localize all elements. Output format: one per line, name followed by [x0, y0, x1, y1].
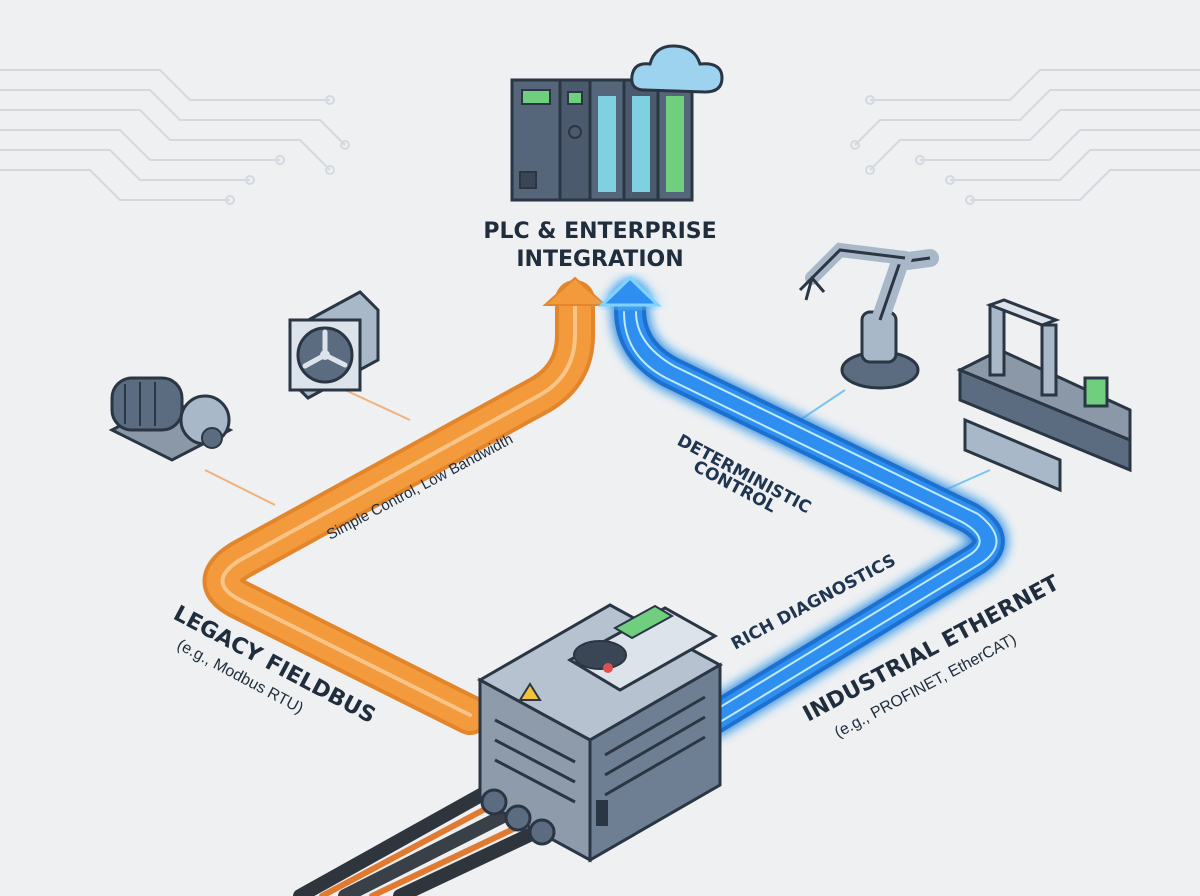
robot-arm-icon [798, 242, 939, 390]
circuit-trace-left [0, 69, 350, 205]
hub-title-line1: PLC & ENTERPRISE [483, 219, 716, 244]
conveyor-icon [956, 298, 1132, 493]
plc-rack [510, 78, 694, 202]
fan-connector-line [344, 389, 411, 421]
legacy-fieldbus-path [202, 280, 595, 735]
fan-icon [288, 290, 380, 400]
industrial-ethernet-path [608, 278, 1011, 740]
vfd-device [476, 603, 724, 863]
hub-title-line2: INTEGRATION [516, 247, 683, 272]
cloud-icon [630, 44, 724, 94]
pump-connector-line [204, 469, 276, 506]
legacy-arrow-head [542, 276, 608, 306]
power-cables [293, 783, 547, 896]
ethernet-arrow-head [598, 275, 662, 307]
circuit-trace-right [850, 69, 1200, 205]
pump-icon [108, 376, 234, 462]
